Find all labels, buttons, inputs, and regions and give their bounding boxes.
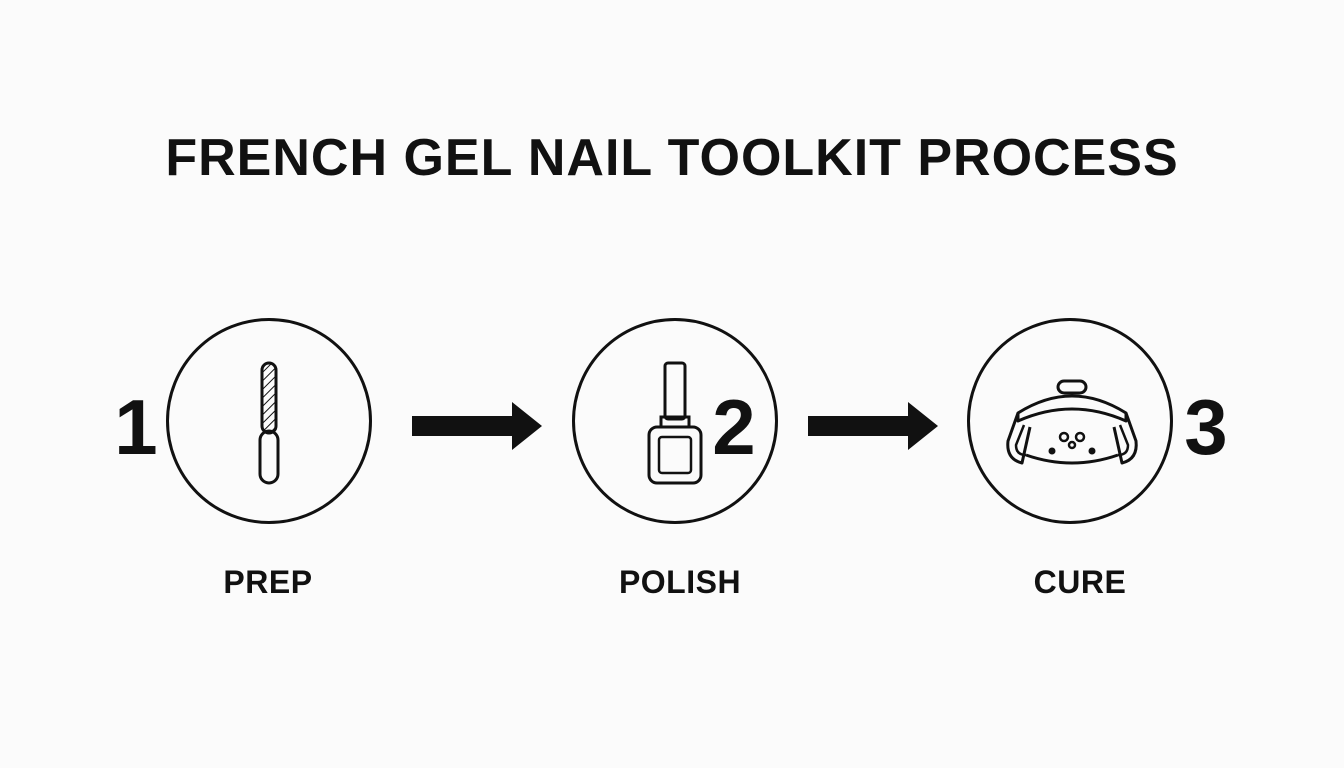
step-1-circle (166, 318, 372, 524)
step-3-label: CURE (1033, 564, 1127, 600)
arrow-right-icon (808, 402, 938, 450)
diagram-title: FRENCH GEL NAIL TOOLKIT PROCESS (165, 129, 1179, 187)
arrow-right-icon (412, 402, 542, 450)
step-3-number: 3 (1184, 383, 1228, 471)
step-1-number: 1 (114, 383, 158, 471)
step-1-label: PREP (223, 564, 313, 600)
step-2-circle (572, 318, 778, 524)
step-2-label: POLISH (618, 564, 742, 600)
step-3-circle (967, 318, 1173, 524)
uv-lamp-icon (1006, 379, 1138, 465)
step-2-number: 2 (712, 383, 756, 471)
nail-file-icon (258, 361, 280, 485)
nail-polish-bottle-icon (647, 361, 703, 485)
